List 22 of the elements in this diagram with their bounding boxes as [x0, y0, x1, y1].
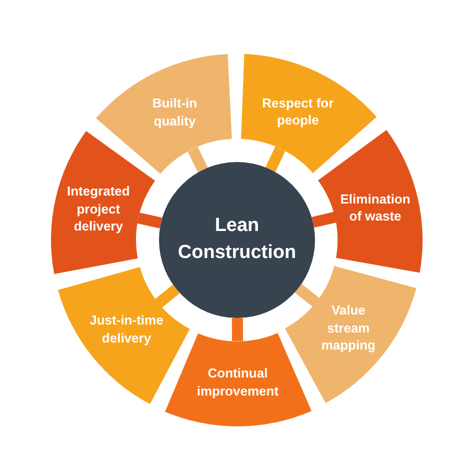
segment-label: Elimination of waste [339, 190, 412, 226]
ring-segment [285, 266, 417, 404]
ring-segment [96, 54, 232, 174]
connector-bar [266, 146, 286, 172]
segment-label: Value stream mapping [320, 302, 376, 354]
ring-segment [240, 54, 377, 174]
segment-label: Built-in quality [151, 94, 198, 130]
connector-bar [154, 284, 180, 308]
connector-bar [294, 284, 320, 307]
segment-label: Respect for people [261, 94, 335, 130]
ring-segment [164, 332, 312, 426]
connector-bar [232, 318, 244, 342]
connector-bar [188, 146, 208, 172]
ring-segment [318, 130, 423, 273]
connector-bar [312, 212, 337, 228]
segment-label: Continual improvement [196, 364, 280, 400]
ring-segment [58, 267, 190, 404]
ring-segment [51, 131, 156, 274]
connector-bar [137, 212, 162, 228]
center-title: Lean Construction [176, 214, 298, 265]
segment-label: Just-in-time delivery [88, 312, 164, 347]
segment-label: Integrated project delivery [66, 182, 131, 236]
